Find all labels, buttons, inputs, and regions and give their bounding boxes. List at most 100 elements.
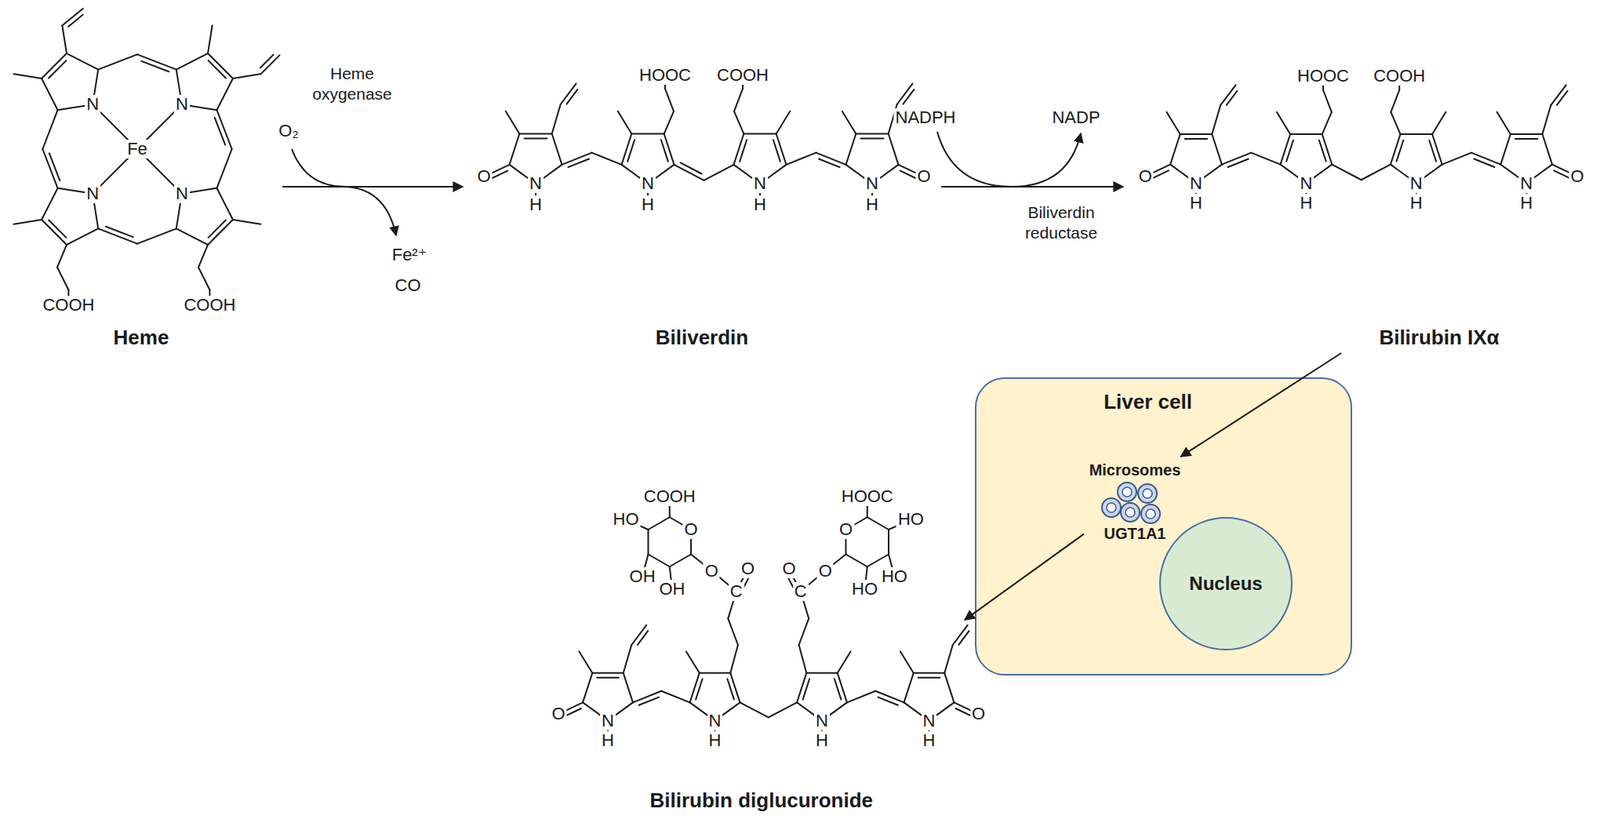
- bond-line: [1170, 134, 1181, 165]
- atom-label: H: [640, 195, 656, 215]
- bond-line: [137, 228, 177, 244]
- atom-label: H: [1298, 193, 1314, 213]
- bond-line: [647, 529, 649, 555]
- bond-line: [1542, 105, 1552, 135]
- bond-line: [627, 139, 635, 162]
- cell-heading: Liver cell: [976, 378, 1351, 415]
- molecule-name: Bilirubin IXα: [1378, 325, 1499, 353]
- bond-line: [796, 672, 807, 703]
- atom-label: N: [84, 184, 101, 204]
- bond-line: [918, 676, 941, 679]
- bond-line: [66, 228, 99, 244]
- bond-line: [734, 88, 743, 112]
- bond-line: [1319, 140, 1327, 162]
- bond-line: [1429, 140, 1437, 162]
- bond-line: [505, 111, 520, 135]
- bond-line: [1542, 134, 1553, 165]
- bond-line: [524, 138, 548, 140]
- bond-line: [743, 133, 776, 135]
- nucleus-circle: Nucleus: [1159, 516, 1293, 651]
- bond-line: [207, 219, 233, 245]
- atom-label: N: [600, 711, 616, 731]
- atom-label: N: [84, 94, 101, 114]
- bond-line: [1432, 112, 1446, 135]
- bond-line: [232, 219, 262, 225]
- enzyme-label: Heme oxygenase: [301, 63, 404, 106]
- atom-label: O: [1137, 167, 1154, 186]
- bond-line: [639, 697, 659, 706]
- atom-label: COOH: [715, 65, 771, 85]
- bond-line: [232, 73, 262, 79]
- bond-line: [48, 60, 66, 78]
- nucleus-label: Nucleus: [1189, 572, 1262, 595]
- bond-line: [41, 219, 67, 245]
- bond-line: [877, 697, 898, 706]
- atom-label: O: [817, 561, 834, 581]
- bond-line: [875, 690, 904, 703]
- bond-line: [1432, 134, 1443, 165]
- atom-label: N: [864, 174, 880, 193]
- atom-label: N: [1298, 174, 1314, 193]
- vesicle-inner: [1122, 487, 1132, 497]
- bond-line: [661, 139, 669, 162]
- bond-line: [1510, 133, 1543, 135]
- bond-line: [198, 267, 210, 291]
- atom-label: N: [707, 711, 724, 731]
- atom-label: OH: [657, 579, 687, 599]
- atom-label: O: [682, 520, 699, 539]
- bond-line: [214, 117, 226, 146]
- bond-line: [566, 89, 578, 104]
- atom-label: O: [837, 520, 855, 539]
- vesicle-inner: [1142, 488, 1153, 499]
- bond-line: [739, 139, 747, 162]
- atom-label: H: [1518, 193, 1535, 213]
- bond-line: [1322, 112, 1332, 135]
- bond-line: [596, 676, 619, 679]
- bond-line: [727, 618, 739, 645]
- atom-label: Fe: [125, 139, 150, 159]
- bond-line: [176, 228, 208, 244]
- atom-label: O: [780, 559, 797, 579]
- molecule-name: Heme: [113, 325, 170, 353]
- vesicle-outer: [1138, 483, 1157, 503]
- bond-line: [1473, 158, 1495, 167]
- bond-line: [861, 138, 884, 140]
- bond-line: [198, 244, 208, 268]
- bond-line: [216, 149, 232, 189]
- bond-line: [519, 133, 552, 135]
- bond-line: [734, 111, 744, 135]
- atom-label: HO: [850, 579, 880, 599]
- bond-line: [887, 529, 890, 555]
- bond-line: [806, 672, 837, 674]
- bond-line: [208, 60, 226, 78]
- bond-line: [904, 672, 914, 703]
- bond-line: [837, 672, 848, 703]
- reaction-arrow: [282, 185, 463, 188]
- bond-line: [661, 690, 690, 703]
- reagent-label: O₂: [276, 121, 301, 141]
- reaction-arrow: [1181, 352, 1342, 457]
- bond-line: [552, 104, 561, 135]
- bond-line: [686, 650, 700, 673]
- bond-group: [14, 8, 1578, 741]
- bond-line: [1221, 152, 1251, 165]
- bond-line: [567, 158, 590, 168]
- reaction-arrow: [964, 534, 1084, 620]
- atom-label: O: [970, 704, 987, 724]
- bond-line: [208, 220, 226, 238]
- atom-label: HO: [896, 509, 926, 529]
- bond-line: [207, 53, 233, 79]
- atom-label: H: [864, 195, 880, 215]
- bond-line: [1442, 152, 1472, 165]
- bond-line: [727, 678, 735, 699]
- bond-line: [1228, 158, 1249, 167]
- atom-label: N: [174, 94, 190, 114]
- bond-line: [14, 219, 43, 225]
- organelle-label: Microsomes: [1089, 461, 1182, 480]
- bond-line: [14, 73, 43, 79]
- bond-line: [699, 672, 731, 674]
- bond-line: [816, 152, 847, 165]
- bond-line: [260, 54, 274, 69]
- bond-line: [260, 54, 280, 74]
